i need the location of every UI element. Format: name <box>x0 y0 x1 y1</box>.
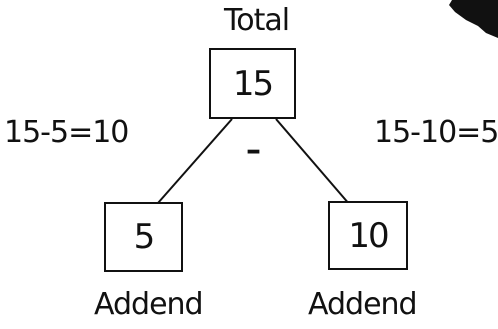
right-connector-line <box>275 118 351 206</box>
left-addend-box: 5 <box>104 202 183 272</box>
right-addend-box: 10 <box>328 201 408 270</box>
total-box: 15 <box>209 48 296 119</box>
right-addend-label: Addend <box>308 287 418 322</box>
right-equation: 15-10=5 <box>374 115 498 150</box>
left-equation: 15-5=10 <box>4 115 129 150</box>
left-addend-label: Addend <box>94 287 204 322</box>
total-value: 15 <box>232 63 274 104</box>
left-connector-line <box>157 118 233 204</box>
right-addend-value: 10 <box>348 215 389 256</box>
operator-symbol: – <box>246 133 261 168</box>
corner-smudge <box>449 0 498 38</box>
left-addend-value: 5 <box>133 217 156 257</box>
total-label: Total <box>224 3 290 38</box>
